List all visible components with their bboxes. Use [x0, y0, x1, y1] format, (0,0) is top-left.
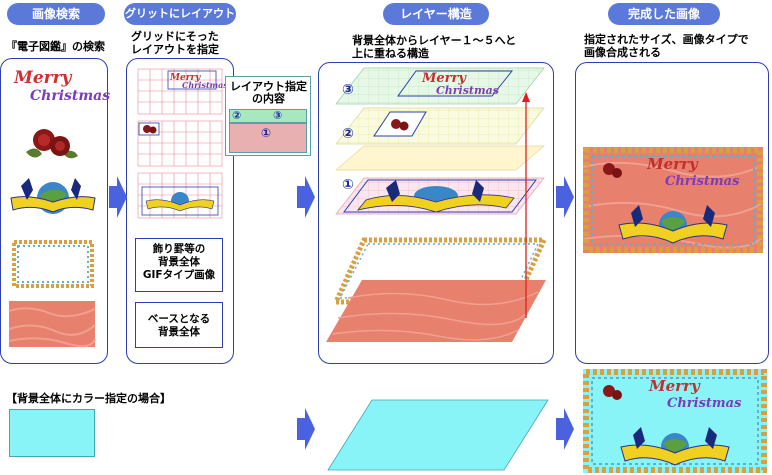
- salmon-texture-image: [8, 301, 96, 348]
- flow-arrow-4: [297, 408, 315, 450]
- svg-text:Christmas: Christmas: [182, 80, 228, 90]
- christmas-word: Christmas: [30, 88, 111, 104]
- final-color-composite-image: Merry Christmas: [583, 369, 767, 473]
- grid-layout-rose: [137, 120, 223, 167]
- decorative-frame-image: [12, 240, 94, 288]
- merry-christmas-text-image: Merry Christmas: [12, 66, 110, 110]
- svg-text:Merry: Merry: [169, 73, 201, 83]
- header-search: 画像検索: [7, 3, 105, 25]
- flow-arrow-5: [556, 408, 574, 450]
- svg-text:Merry: Merry: [421, 71, 467, 86]
- flow-arrow-2: [297, 176, 315, 218]
- header-grid: グリットにレイアウト: [124, 3, 236, 25]
- svg-text:Christmas: Christmas: [665, 174, 740, 189]
- frame-desc-line3: GIFタイプ画像: [142, 269, 216, 281]
- svg-text:Merry: Merry: [648, 377, 701, 395]
- grid-layout-merry: Merry Christmas: [137, 68, 228, 115]
- grid-layout-globe: [137, 172, 223, 219]
- layers-caption-1: 背景全体からレイヤー１～５へと: [352, 34, 517, 47]
- flow-arrow-3: [556, 176, 574, 218]
- final-caption-2: 画像合成される: [584, 46, 661, 59]
- color-layer-plane: [327, 399, 549, 471]
- layer-stack: Merry Christmas: [326, 67, 548, 342]
- layer-marker-2: ②: [342, 126, 354, 142]
- layout-spec-title-1: レイアウト指定: [230, 80, 307, 93]
- layout-spec-grid: ② ③ ①: [229, 109, 307, 153]
- spec-cell-1: ①: [261, 126, 272, 140]
- final-caption-1: 指定されたサイズ、画像タイプで: [584, 33, 749, 46]
- layout-spec-box: レイアウト指定 の内容 ② ③ ①: [225, 76, 311, 156]
- svg-text:Christmas: Christmas: [667, 396, 742, 411]
- spec-cell-3: ③: [273, 109, 283, 122]
- frame-description-box: 飾り罫等の 背景全体 GIFタイプ画像: [135, 238, 223, 292]
- grid-caption-1: グリッドにそった: [131, 30, 219, 43]
- spec-cell-2: ②: [232, 109, 242, 122]
- layer-marker-3: ③: [342, 82, 354, 98]
- grid-caption-2: レイアウトを指定: [131, 43, 219, 56]
- search-caption: 『電子図鑑』の検索: [6, 40, 105, 53]
- base-desc-line1: ベースとなる: [147, 313, 211, 325]
- final-composite-image: Merry Christmas: [582, 147, 764, 253]
- header-layers: レイヤー構造: [383, 3, 489, 25]
- layer-intermediate-plane: [335, 145, 545, 171]
- svg-text:Christmas: Christmas: [436, 84, 499, 97]
- flow-arrow-1: [109, 176, 127, 218]
- svg-text:Merry: Merry: [646, 155, 699, 173]
- spec-cell-top: [229, 109, 307, 123]
- globe-banner-image: [10, 178, 96, 214]
- layers-caption-2: 上に重ねる構造: [352, 47, 429, 60]
- layout-spec-title-2: の内容: [252, 92, 285, 105]
- layer-marker-1: ①: [342, 177, 354, 193]
- frame-desc-line1: 飾り罫等の: [152, 243, 206, 255]
- base-desc-line2: 背景全体: [158, 326, 200, 338]
- color-swatch: [9, 409, 95, 457]
- rose-image: [26, 129, 78, 159]
- base-description-box: ベースとなる 背景全体: [135, 302, 223, 348]
- header-final: 完成した画像: [608, 3, 720, 25]
- base-layer-plane: [326, 280, 546, 342]
- merry-word: Merry: [14, 68, 72, 88]
- spec-cell-bottom: [229, 123, 307, 153]
- frame-desc-line2: 背景全体: [158, 256, 200, 268]
- color-case-label: 【背景全体にカラー指定の場合】: [6, 392, 171, 405]
